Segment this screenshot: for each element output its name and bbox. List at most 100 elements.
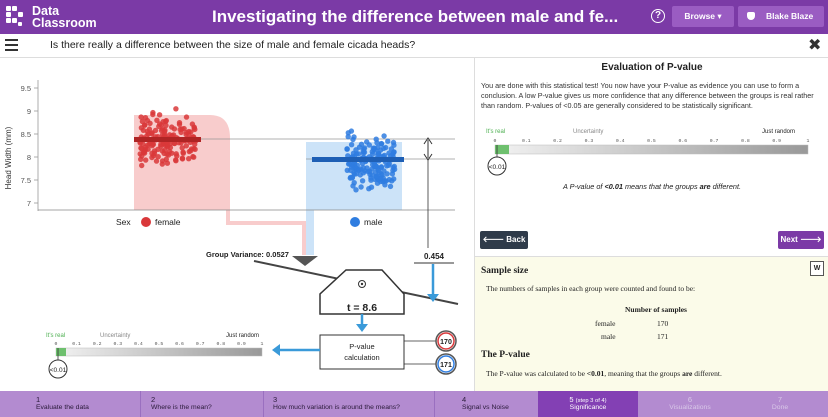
word-document-icon[interactable]: W bbox=[810, 261, 824, 276]
female-point bbox=[138, 156, 144, 162]
sample-row-male-value: 171 bbox=[657, 332, 669, 341]
t-statistic: t = 8.6 bbox=[347, 302, 377, 314]
scale-tick-label: 1 bbox=[807, 138, 810, 144]
step-separator bbox=[140, 391, 141, 417]
sex-label: Sex bbox=[116, 217, 131, 227]
male-point bbox=[358, 141, 365, 147]
male-point bbox=[345, 130, 351, 136]
male-point bbox=[391, 176, 397, 182]
scale-tick-label: 0 bbox=[494, 138, 497, 144]
y-tick-label: 8.5 bbox=[21, 130, 31, 139]
female-point bbox=[143, 157, 149, 163]
male-point bbox=[373, 136, 379, 142]
scale-tick-label: 0.6 bbox=[678, 138, 687, 144]
female-point bbox=[153, 158, 160, 164]
analysis-diagram: Head Width (mm) 9.598.587.57 Sex female … bbox=[4, 80, 459, 379]
step-5[interactable]: 5 (step 3 of 4)Significance bbox=[538, 391, 638, 417]
female-point bbox=[179, 156, 186, 162]
scale-tick-label: 0.8 bbox=[216, 341, 225, 347]
female-point bbox=[155, 154, 161, 160]
female-point bbox=[157, 121, 163, 127]
male-count: 171 bbox=[440, 362, 452, 369]
male-count-ring bbox=[437, 355, 455, 373]
pvalue-arrow-head bbox=[272, 344, 280, 356]
female-point bbox=[163, 118, 169, 125]
back-label: Back bbox=[506, 235, 526, 244]
scale-tick-label: 0.7 bbox=[196, 341, 205, 347]
pvalue-box-line1: P-value bbox=[349, 342, 374, 351]
next-button[interactable]: Next 🡒 bbox=[778, 231, 824, 249]
help-icon[interactable]: ? bbox=[651, 9, 665, 23]
female-point bbox=[163, 156, 169, 162]
conclusion-pre: A P-value of bbox=[562, 182, 605, 191]
male-point bbox=[349, 174, 356, 181]
male-point bbox=[391, 142, 397, 148]
male-point bbox=[378, 141, 385, 147]
top-bar: Data Classroom Investigating the differe… bbox=[0, 0, 828, 34]
y-tick-label: 7 bbox=[27, 199, 31, 208]
step-7-number: 7 bbox=[777, 395, 783, 404]
male-point bbox=[354, 162, 360, 168]
sample-size-text: The numbers of samples in each group wer… bbox=[486, 284, 696, 293]
male-point bbox=[378, 175, 384, 181]
scale-tick-label: 0.4 bbox=[134, 341, 143, 347]
back-arrow-icon: 🡐 bbox=[482, 235, 505, 244]
male-point bbox=[359, 160, 366, 167]
female-point bbox=[165, 152, 172, 158]
male-point bbox=[384, 163, 390, 169]
scale-tick-label: 1 bbox=[261, 341, 264, 347]
scale-uncertainty-label: Uncertainty bbox=[100, 333, 130, 339]
scale-tick-label: 0.7 bbox=[710, 138, 719, 144]
group-variance-label: Group Variance: 0.0527 bbox=[206, 250, 289, 259]
browse-button[interactable]: Browse ▾ bbox=[672, 6, 734, 27]
page-title: Investigating the difference between mal… bbox=[212, 7, 619, 26]
menu-icon[interactable] bbox=[5, 39, 18, 54]
female-point bbox=[147, 120, 153, 126]
conclusion-post: different. bbox=[710, 182, 742, 191]
sample-size-heading: Sample size bbox=[481, 266, 529, 276]
female-count: 170 bbox=[440, 339, 452, 346]
male-legend-label: male bbox=[364, 217, 383, 227]
pvalue-text-pre: The P-value was calculated to be bbox=[486, 369, 587, 378]
female-point bbox=[158, 141, 164, 148]
male-point bbox=[384, 171, 390, 177]
male-point bbox=[359, 178, 366, 184]
evaluation-conclusion: A P-value of <0.01 means that the groups… bbox=[475, 182, 828, 191]
scale-tick-label: 0.2 bbox=[553, 138, 562, 144]
logo[interactable]: Data Classroom bbox=[0, 5, 140, 29]
female-point bbox=[156, 112, 163, 118]
back-button[interactable]: 🡐 Back bbox=[480, 231, 528, 249]
step-4-label: Signal vs Noise bbox=[462, 404, 509, 411]
male-legend-dot bbox=[350, 217, 360, 227]
user-menu-button[interactable]: Blake Blaze bbox=[738, 6, 824, 27]
female-point bbox=[149, 154, 155, 161]
male-point bbox=[345, 161, 352, 167]
female-point bbox=[183, 143, 189, 149]
question-bar: Is there really a difference between the… bbox=[0, 34, 828, 58]
female-point bbox=[183, 114, 190, 120]
male-point bbox=[386, 150, 392, 156]
female-point bbox=[189, 121, 196, 127]
male-point bbox=[376, 169, 382, 176]
close-icon[interactable]: ✖ bbox=[808, 37, 822, 54]
evaluation-panel: Evaluation of P-value You are done with … bbox=[474, 58, 828, 391]
eval-scale-uncertainty-label: Uncertainty bbox=[573, 129, 603, 135]
step-separator bbox=[434, 391, 435, 417]
eval-pvalue-marker bbox=[487, 156, 507, 176]
male-point bbox=[382, 178, 388, 184]
next-arrow-icon: 🡒 bbox=[800, 235, 822, 244]
male-point bbox=[366, 186, 372, 192]
female-mean-bar bbox=[134, 137, 201, 142]
male-point bbox=[360, 170, 367, 176]
fulcrum-pivot bbox=[358, 280, 366, 288]
